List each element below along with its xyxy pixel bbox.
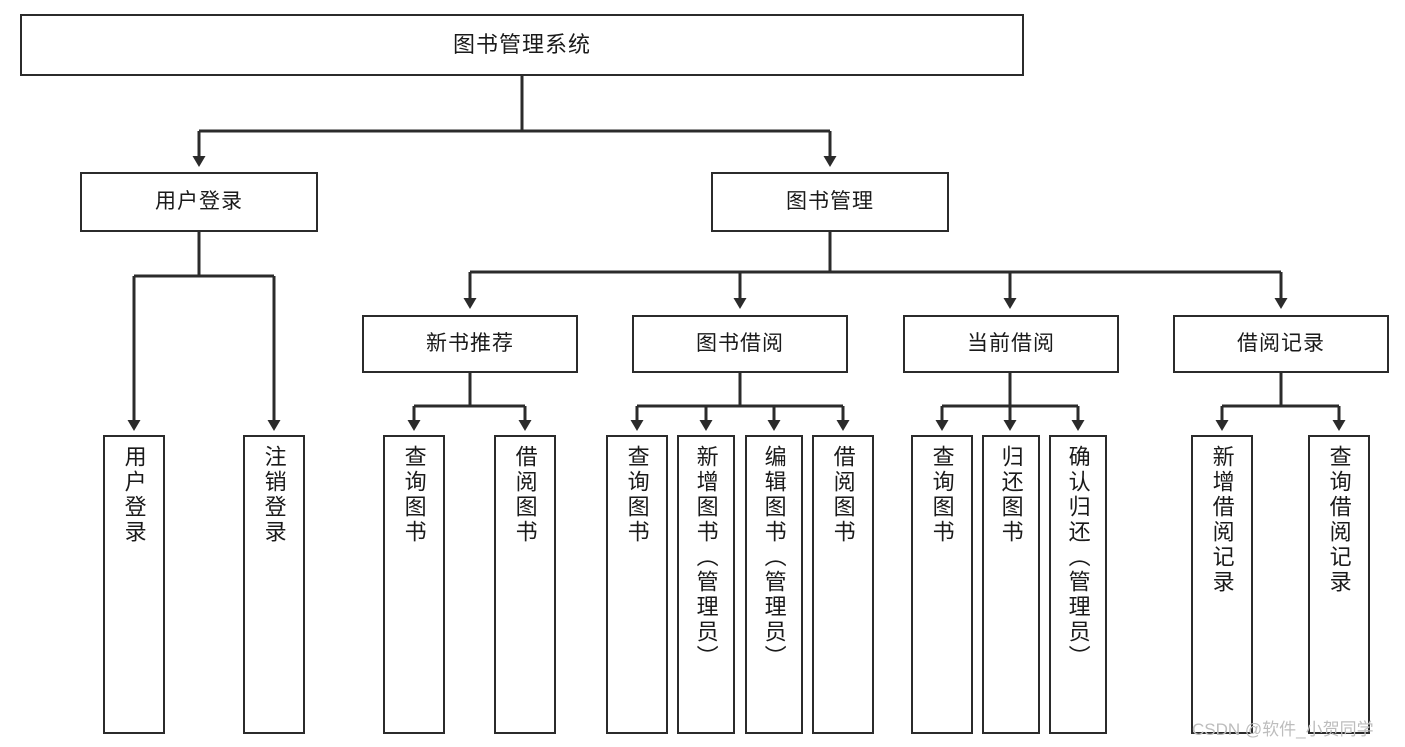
node-label: 确认归还（管理员） [1065,445,1091,670]
node-leaf-edit-book[interactable]: 编辑图书（管理员） [745,435,803,734]
node-leaf-return-book[interactable]: 归还图书 [982,435,1040,734]
node-leaf-add-record[interactable]: 新增借阅记录 [1191,435,1253,734]
node-label: 查询借阅记录 [1326,445,1352,595]
node-label: 新增借阅记录 [1209,445,1235,595]
node-label: 当前借阅 [967,331,1055,355]
node-label: 查询图书 [624,445,650,545]
node-leaf-add-book[interactable]: 新增图书（管理员） [677,435,735,734]
node-borrow-record[interactable]: 借阅记录 [1173,315,1389,373]
node-label: 图书管理系统 [452,32,591,58]
node-label: 注销登录 [261,445,287,545]
node-label: 归还图书 [998,445,1024,545]
node-leaf-query-record[interactable]: 查询借阅记录 [1308,435,1370,734]
node-book-borrow[interactable]: 图书借阅 [632,315,848,373]
node-label: 用户登录 [121,445,147,545]
node-current-borrow[interactable]: 当前借阅 [903,315,1119,373]
node-label: 借阅记录 [1237,331,1325,355]
node-leaf-query-book-3[interactable]: 查询图书 [911,435,973,734]
node-label: 借阅图书 [512,445,538,545]
node-leaf-query-book-1[interactable]: 查询图书 [383,435,445,734]
node-label: 编辑图书（管理员） [761,445,787,670]
node-label: 新书推荐 [426,331,514,355]
node-book-manage[interactable]: 图书管理 [711,172,949,232]
node-label: 查询图书 [401,445,427,545]
node-leaf-borrow-book-2[interactable]: 借阅图书 [812,435,874,734]
node-label: 用户登录 [155,189,243,213]
node-label: 查询图书 [929,445,955,545]
node-label: 图书借阅 [696,331,784,355]
node-label: 借阅图书 [830,445,856,545]
node-label: 新增图书（管理员） [693,445,719,670]
node-root-system[interactable]: 图书管理系统 [20,14,1024,76]
node-label: 图书管理 [786,189,874,213]
node-leaf-confirm-return[interactable]: 确认归还（管理员） [1049,435,1107,734]
node-leaf-user-logout[interactable]: 注销登录 [243,435,305,734]
node-leaf-user-login[interactable]: 用户登录 [103,435,165,734]
node-leaf-borrow-book-1[interactable]: 借阅图书 [494,435,556,734]
node-leaf-query-book-2[interactable]: 查询图书 [606,435,668,734]
node-new-book-rec[interactable]: 新书推荐 [362,315,578,373]
node-user-login[interactable]: 用户登录 [80,172,318,232]
